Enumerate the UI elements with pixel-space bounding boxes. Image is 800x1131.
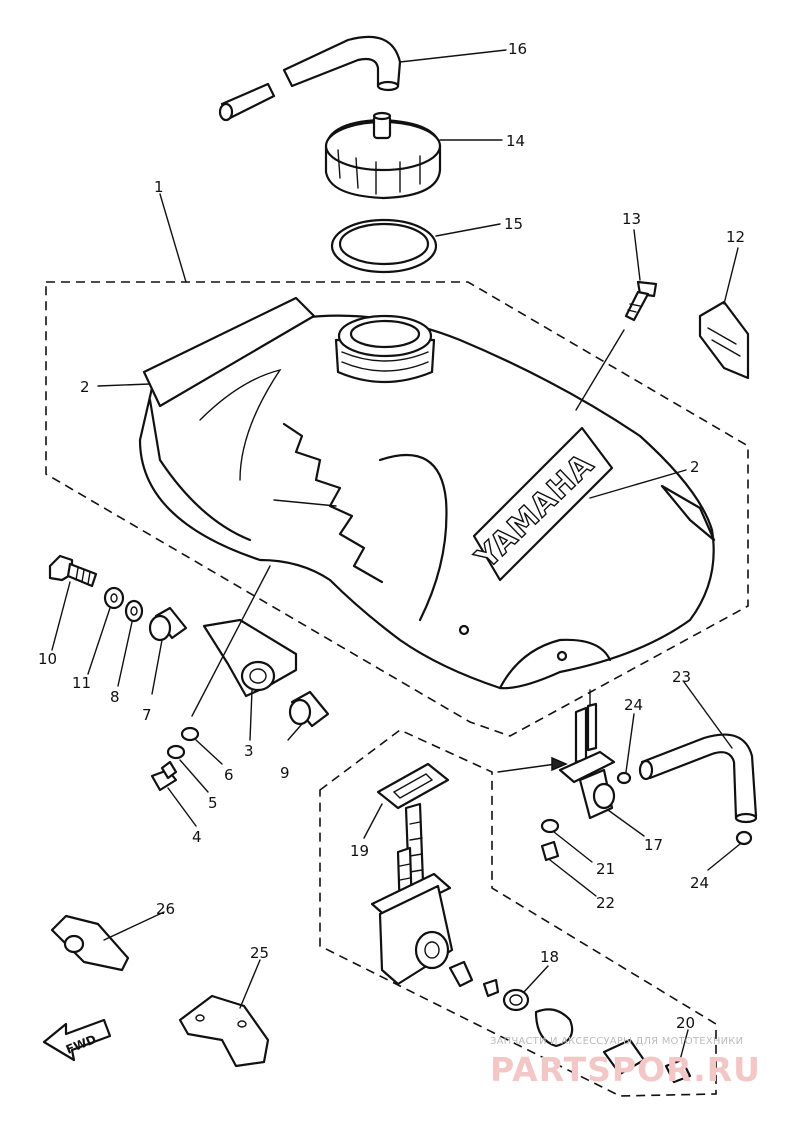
callout-9: 9: [280, 764, 290, 782]
part-17-fuel-cock: [558, 702, 616, 820]
part-10-bolt: [48, 554, 98, 588]
callout-2-right: 2: [690, 458, 700, 476]
callout-24-bottom: 24: [690, 874, 709, 892]
part-16-breather-hose: [218, 35, 402, 122]
callout-5: 5: [208, 794, 218, 812]
watermark-caption: ЗАПЧАСТИ И АКСЕССУАРЫ ДЛЯ МОТОТЕХНИКИ: [490, 1036, 744, 1047]
part-5-washer: [166, 744, 186, 760]
callout-labels: 16 14 15 1 13 12 2 2 10 11 8 7 3 9 6 5 4…: [38, 40, 745, 1032]
callout-12: 12: [726, 228, 745, 246]
callout-2-left: 2: [80, 378, 90, 396]
part-1-fuel-tank: [138, 314, 715, 690]
part-2-side-cover: [142, 296, 716, 542]
part-18-o-ring: [448, 960, 530, 1012]
arrow-line: [497, 763, 557, 773]
callout-4: 4: [192, 828, 202, 846]
callout-21: 21: [596, 860, 615, 878]
part-24-clip: [616, 771, 753, 846]
part-3-bracket: [202, 618, 298, 698]
part-23-fuel-hose: [638, 733, 758, 824]
part-6-washer: [180, 726, 200, 742]
callout-13: 13: [622, 210, 641, 228]
part-7-grommet: [148, 606, 188, 642]
leader-lines: [51, 49, 741, 1061]
callout-10: 10: [38, 650, 57, 668]
callout-17: 17: [644, 836, 663, 854]
callout-20: 20: [676, 1014, 695, 1032]
callout-11: 11: [72, 674, 91, 692]
part-25-bracket: [178, 994, 270, 1068]
callout-14: 14: [506, 132, 525, 150]
callout-6: 6: [224, 766, 234, 784]
part-8-washer: [124, 599, 144, 623]
callout-3: 3: [244, 742, 254, 760]
part-15-cap-gasket: [330, 218, 438, 274]
part-9-damper: [288, 690, 330, 728]
callout-1: 1: [154, 178, 164, 196]
part-13-screw: [624, 280, 658, 322]
callout-22: 22: [596, 894, 615, 912]
part-12-damper: [698, 300, 750, 380]
watermark: ЗАПЧАСТИ И АКСЕССУАРЫ ДЛЯ МОТОТЕХНИКИ PA…: [490, 1036, 790, 1096]
callout-16: 16: [508, 40, 527, 58]
assembly-outline-fuel-cock: [319, 729, 717, 1097]
part-20-lever-screw: [534, 1008, 692, 1084]
detail-fuel-cock-body: [370, 802, 454, 986]
part-19-gasket: [376, 762, 450, 810]
callout-8: 8: [110, 688, 120, 706]
callout-7: 7: [142, 706, 152, 724]
forward-direction-arrow: [42, 1018, 112, 1062]
callout-24-top: 24: [624, 696, 643, 714]
part-14-fuel-cap: [324, 111, 442, 200]
assembly-outline-tank: [45, 281, 749, 737]
part-26-bracket: [50, 914, 130, 972]
callout-18: 18: [540, 948, 559, 966]
callout-23: 23: [672, 668, 691, 686]
callout-15: 15: [504, 215, 523, 233]
callout-19: 19: [350, 842, 369, 860]
part-22-screw: [540, 840, 560, 862]
callout-25: 25: [250, 944, 269, 962]
watermark-site: PARTSPOR.RU: [490, 1050, 761, 1089]
callout-26: 26: [156, 900, 175, 918]
arrow-head: [551, 756, 568, 772]
part-4-bolt: [150, 760, 178, 792]
part-21-washer: [540, 818, 560, 834]
part-11-washer: [103, 586, 125, 610]
